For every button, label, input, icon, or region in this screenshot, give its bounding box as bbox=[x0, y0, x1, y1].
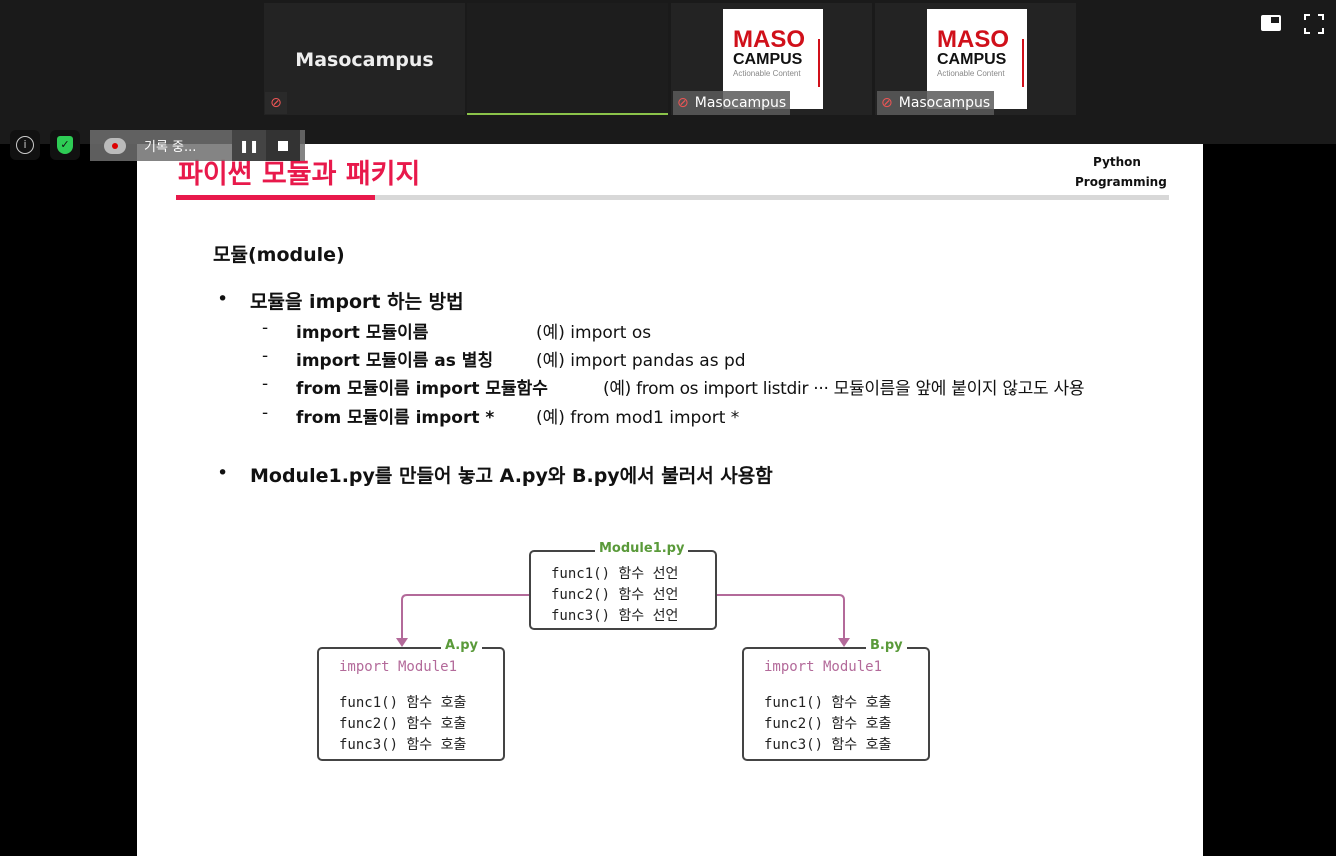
participant-namebar: ⊘ Masocampus bbox=[877, 91, 995, 115]
section-heading: 모듈(module) bbox=[213, 244, 345, 266]
arrow-to-b bbox=[716, 594, 845, 640]
participant-tile[interactable]: Masocampus ⊘ bbox=[264, 3, 465, 115]
cloud-recording-icon bbox=[104, 137, 126, 154]
module1-label: Module1.py bbox=[595, 541, 689, 556]
list-item: from 모듈이름 import 모듈함수 bbox=[296, 379, 548, 399]
arrowhead bbox=[838, 638, 850, 647]
list-item-example: (예) import pandas as pd bbox=[536, 351, 746, 371]
diagram-arrows bbox=[396, 594, 850, 647]
code-line: func1() 함수 선언 bbox=[551, 566, 679, 582]
a-py-box: A.py import Module1 func1() 함수 호출 func2(… bbox=[317, 638, 505, 761]
mic-muted-icon: ⊘ bbox=[265, 92, 287, 114]
a-py-label: A.py bbox=[441, 638, 483, 653]
meeting-info-icon[interactable]: i bbox=[10, 130, 40, 160]
list-item: import 모듈이름 bbox=[296, 323, 429, 343]
participant-namebar: ⊘ Masocampus bbox=[673, 91, 791, 115]
mic-muted-icon: ⊘ bbox=[881, 95, 893, 111]
participant-name: Masocampus bbox=[898, 95, 991, 111]
list-item: from 모듈이름 import * bbox=[296, 408, 495, 428]
layout-toggle-icon[interactable] bbox=[1261, 15, 1281, 31]
fullscreen-icon[interactable] bbox=[1303, 13, 1325, 35]
code-line: import Module1 bbox=[339, 659, 458, 675]
list-item: import 모듈이름 as 별칭 bbox=[296, 351, 494, 371]
title-divider bbox=[176, 195, 1169, 200]
pause-recording-button[interactable]: ❚❚ bbox=[232, 130, 266, 161]
bullet-module-usage: Module1.py를 만들어 놓고 A.py와 B.py에서 불러서 사용함 bbox=[250, 465, 773, 487]
code-line: func1() 함수 호출 bbox=[764, 695, 892, 711]
code-line: func3() 함수 호출 bbox=[764, 737, 892, 753]
bullet-dot: • bbox=[217, 462, 229, 484]
participant-tile-active[interactable] bbox=[467, 3, 668, 115]
arrow-to-a bbox=[401, 594, 530, 640]
b-py-box: B.py import Module1 func1() 함수 호출 func2(… bbox=[742, 638, 930, 761]
code-line: func2() 함수 선언 bbox=[551, 587, 679, 603]
recording-status-bar: 기록 중... ❚❚ bbox=[90, 130, 305, 161]
code-line: func2() 함수 호출 bbox=[764, 716, 892, 732]
b-py-label: B.py bbox=[866, 638, 907, 653]
arrowhead bbox=[396, 638, 408, 647]
code-line: func1() 함수 호출 bbox=[339, 695, 467, 711]
list-item-example: (예) import os bbox=[536, 323, 652, 343]
list-item-example: (예) from os import listdir ··· 모듈이름을 앞에 … bbox=[603, 379, 1085, 399]
code-line: func3() 함수 선언 bbox=[551, 608, 679, 624]
list-item-example: (예) from mod1 import * bbox=[536, 408, 740, 428]
stop-recording-button[interactable] bbox=[266, 130, 300, 161]
participant-name: Masocampus bbox=[694, 95, 787, 111]
bullet-import-methods: 모듈을 import 하는 방법 bbox=[250, 291, 464, 313]
mic-muted-icon: ⊘ bbox=[677, 95, 689, 111]
code-line: func3() 함수 호출 bbox=[339, 737, 467, 753]
title-accent bbox=[176, 195, 375, 200]
recording-label: 기록 중... bbox=[144, 140, 197, 155]
code-line: import Module1 bbox=[764, 659, 883, 675]
module1-box: Module1.py func1() 함수 선언 func2() 함수 선언 f… bbox=[529, 541, 717, 630]
participant-name: Masocampus bbox=[295, 49, 434, 71]
code-line: func2() 함수 호출 bbox=[339, 716, 467, 732]
bullet-dot: • bbox=[217, 288, 229, 310]
security-shield-icon[interactable]: ✓ bbox=[50, 130, 80, 160]
slide-title: 파이썬 모듈과 패키지 bbox=[178, 159, 421, 190]
